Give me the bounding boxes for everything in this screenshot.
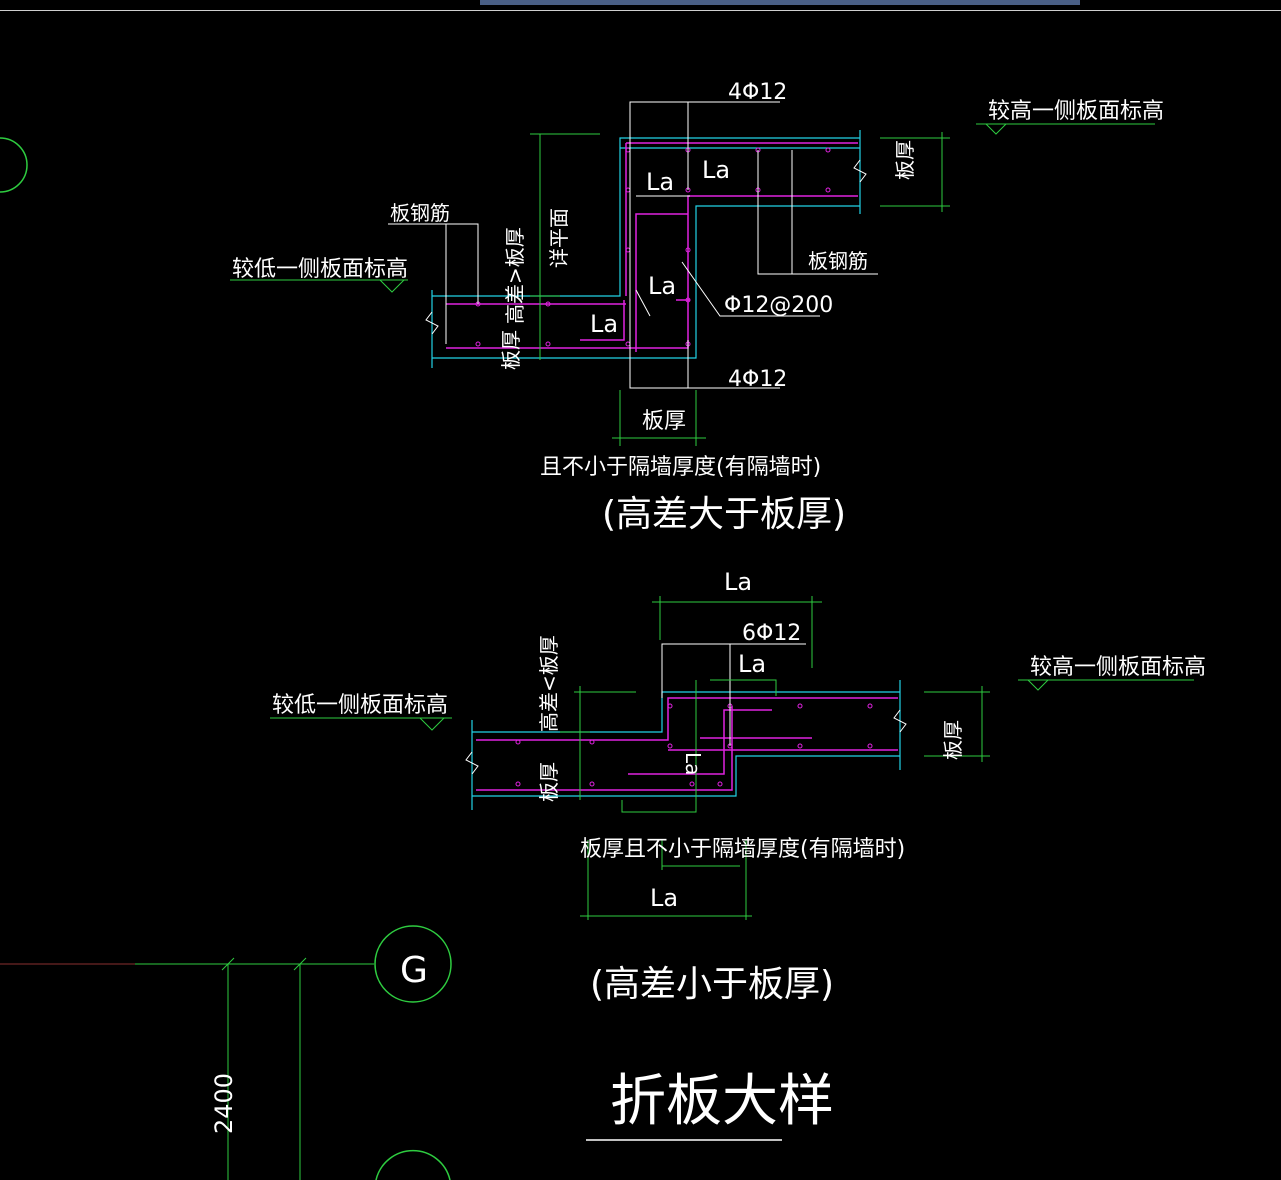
bot-rebar-dot bbox=[515, 781, 521, 787]
bot-break-right bbox=[893, 709, 907, 733]
label-la-bot-vertical: La bbox=[681, 752, 705, 775]
bot-elev-high bbox=[1018, 679, 1194, 691]
label-lower-side-bot: 较低一侧板面标高 bbox=[272, 693, 448, 718]
top-break-left bbox=[425, 311, 439, 335]
bot-rebar-dot bbox=[667, 743, 673, 749]
dimension-2400: 2400 bbox=[210, 1073, 238, 1134]
caption-height-diff-less: (高差小于板厚) bbox=[590, 964, 834, 1005]
top-rebar-dot bbox=[825, 147, 831, 153]
label-4phi12-top: 4Φ12 bbox=[728, 80, 787, 105]
bot-rebar-dot bbox=[867, 703, 873, 709]
bot-rebar-dot bbox=[589, 781, 595, 787]
top-leader-bottom bbox=[629, 300, 780, 389]
label-la: La bbox=[590, 310, 618, 338]
top-elev-high bbox=[976, 123, 1155, 135]
label-slab-thickness-top-right: 板厚 bbox=[893, 140, 917, 180]
top-rebar-dot bbox=[545, 301, 551, 307]
bot-dim-bottom bbox=[580, 840, 752, 920]
top-dim-slab-right bbox=[880, 132, 950, 212]
drawing-title: 折板大样 bbox=[610, 1069, 834, 1134]
label-4phi12-bottom: 4Φ12 bbox=[728, 367, 787, 392]
top-elev-low bbox=[230, 279, 408, 293]
label-la-bot-bottom: La bbox=[650, 884, 678, 912]
axis-label-g: G bbox=[400, 950, 428, 991]
label-height-diff-bot: 高差<板厚 bbox=[537, 635, 561, 732]
bot-dim-la-top bbox=[652, 596, 822, 668]
bot-rebar-dot bbox=[667, 703, 673, 709]
bot-dim-height-diff bbox=[560, 686, 636, 800]
label-lower-side-top: 较低一侧板面标高 bbox=[232, 257, 408, 282]
top-leader-slab-rebar-left bbox=[388, 223, 479, 344]
top-rebar-main bbox=[446, 142, 858, 352]
detail-height-diff-less: La 6Φ12 La 高差<板厚 较高一侧板面标高 较低一侧板面标高 板厚 板厚… bbox=[270, 568, 1206, 1005]
bot-rebar-dot bbox=[689, 781, 695, 787]
label-stirrup: Φ12@200 bbox=[724, 293, 833, 318]
label-not-less-than-wall-top: 且不小于隔墙厚度(有隔墙时) bbox=[540, 455, 821, 480]
axis-bubble-partial bbox=[375, 1149, 451, 1180]
label-slab-not-less-bot: 板厚且不小于隔墙厚度(有隔墙时) bbox=[580, 837, 905, 862]
window-top-border bbox=[0, 10, 1281, 11]
label-slab-rebar-right: 板钢筋 bbox=[808, 249, 868, 273]
bot-rebar-dot bbox=[797, 743, 803, 749]
top-leader-4phi12-top bbox=[629, 101, 780, 300]
bot-dim-slab-right bbox=[924, 686, 990, 762]
top-rebar-hook-1 bbox=[580, 300, 625, 341]
label-la-bot-inner: La bbox=[738, 650, 766, 678]
bot-rebar-dot bbox=[717, 781, 723, 787]
label-slab-thickness-top-left: 板厚 bbox=[499, 330, 523, 370]
caption-height-diff-greater: (高差大于板厚) bbox=[602, 494, 846, 535]
bot-rebar-dot bbox=[515, 739, 521, 745]
bot-elev-low bbox=[270, 717, 452, 731]
top-rebar-dot bbox=[545, 341, 551, 347]
top-rebar-dot bbox=[825, 187, 831, 193]
window-title-bar bbox=[480, 0, 1080, 5]
bot-rebar-dot bbox=[797, 703, 803, 709]
bot-leader-6phi12 bbox=[661, 643, 806, 746]
top-rebar-dot bbox=[685, 247, 691, 253]
bot-concrete-outline bbox=[472, 691, 900, 797]
drawing-title-block: 折板大样 bbox=[586, 1069, 834, 1141]
label-la: La bbox=[702, 156, 730, 184]
top-rebar-dot bbox=[625, 341, 631, 347]
top-leader-stirrup bbox=[681, 261, 820, 317]
detail-height-diff-greater: 4Φ12 较高一侧板面标高 板厚 高差>板厚 详平面 板钢筋 较低一侧板面标高 … bbox=[230, 80, 1164, 535]
top-leader-stirrup-2 bbox=[635, 289, 651, 317]
axis-grid: G 2400 bbox=[0, 137, 452, 1180]
label-la: La bbox=[648, 272, 676, 300]
label-higher-side-top: 较高一侧板面标高 bbox=[988, 99, 1164, 124]
axis-bubble-left-partial bbox=[0, 137, 28, 193]
label-see-plan: 详平面 bbox=[547, 208, 571, 268]
top-break-right bbox=[853, 159, 867, 183]
top-rebar-dot bbox=[685, 297, 691, 303]
label-la: La bbox=[646, 168, 674, 196]
dim-tick bbox=[293, 957, 307, 971]
label-slab-thickness-top-bottom: 板厚 bbox=[642, 409, 686, 434]
bot-rebar-dot bbox=[589, 739, 595, 745]
axis-bubble bbox=[374, 925, 452, 1003]
bot-break-left bbox=[465, 751, 479, 775]
bot-dim-la-vertical bbox=[621, 679, 777, 813]
bot-rebar-main bbox=[476, 697, 898, 791]
top-rebar-dot bbox=[475, 341, 481, 347]
label-slab-thickness-bot-left: 板厚 bbox=[537, 762, 561, 802]
label-6phi12: 6Φ12 bbox=[742, 621, 801, 646]
top-dim-bottom bbox=[612, 390, 706, 446]
label-slab-rebar-left: 板钢筋 bbox=[390, 201, 450, 225]
label-height-diff-top: 高差>板厚 bbox=[503, 227, 527, 324]
dim-tick bbox=[221, 957, 235, 971]
bot-rebar-dot bbox=[867, 743, 873, 749]
label-slab-thickness-bot-right: 板厚 bbox=[941, 720, 965, 760]
label-la-bot-top: La bbox=[724, 568, 752, 596]
label-higher-side-bot: 较高一侧板面标高 bbox=[1030, 655, 1206, 680]
top-leader-slab-rebar-right bbox=[757, 150, 878, 275]
